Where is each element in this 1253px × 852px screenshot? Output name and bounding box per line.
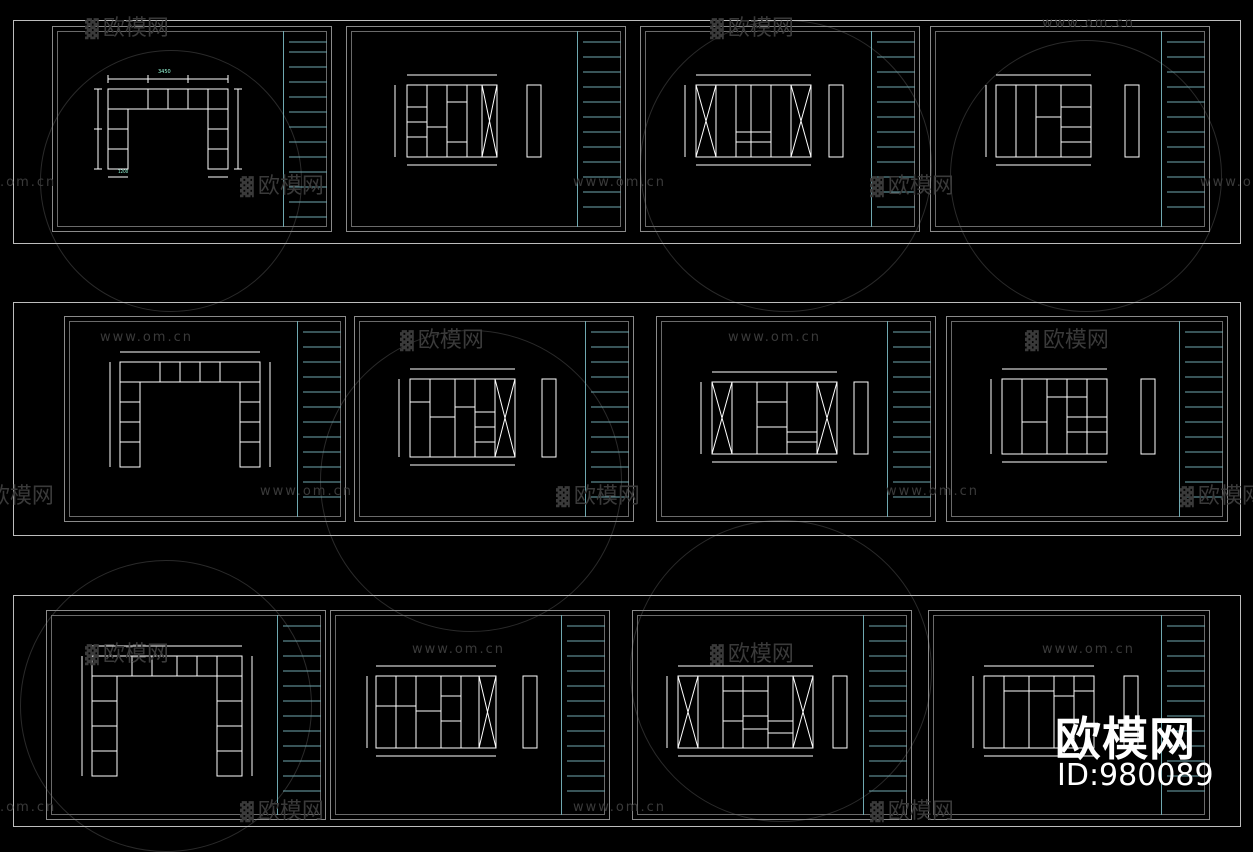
- drawing-sheet-elevation: [930, 26, 1210, 232]
- wardrobe-elevation: [972, 625, 1205, 792]
- wardrobe-elevation: [366, 625, 605, 792]
- u-shaped-wardrobe-plan: 3450 1200: [94, 41, 327, 218]
- overlay-id-text: ID:980089: [1057, 758, 1214, 793]
- drawing-sheet-plan: 3450 1200: [52, 26, 332, 232]
- drawing-row-1: [13, 20, 1241, 244]
- drawing-sheet-elevation: [632, 610, 912, 820]
- drawing-sheet-elevation: [354, 316, 634, 522]
- wardrobe-elevation: [666, 625, 907, 792]
- drawing-sheet-elevation: [346, 26, 626, 232]
- overlay-brand-text: 欧模网: [1055, 712, 1196, 766]
- u-shaped-wardrobe-plan: [81, 625, 321, 792]
- wardrobe-elevation: [394, 41, 621, 208]
- drawing-row-3: [13, 595, 1241, 827]
- u-shaped-wardrobe-plan: [109, 331, 341, 498]
- drawing-sheet-elevation: [640, 26, 920, 232]
- drawing-sheet-plan: [64, 316, 346, 522]
- wardrobe-elevation: [684, 41, 915, 208]
- drawing-sheet-elevation: [656, 316, 936, 522]
- drawing-row-2: [13, 302, 1241, 536]
- wardrobe-elevation: [398, 331, 629, 498]
- wardrobe-elevation: [700, 331, 931, 498]
- drawing-sheet-elevation: [928, 610, 1210, 820]
- drawing-sheet-elevation: [946, 316, 1228, 522]
- drawing-sheet-elevation: [330, 610, 610, 820]
- drawing-sheet-plan: [46, 610, 326, 820]
- svg-text:3450: 3450: [158, 69, 171, 75]
- wardrobe-elevation: [990, 331, 1223, 498]
- wardrobe-elevation: [985, 41, 1205, 208]
- svg-text:1200: 1200: [118, 169, 129, 174]
